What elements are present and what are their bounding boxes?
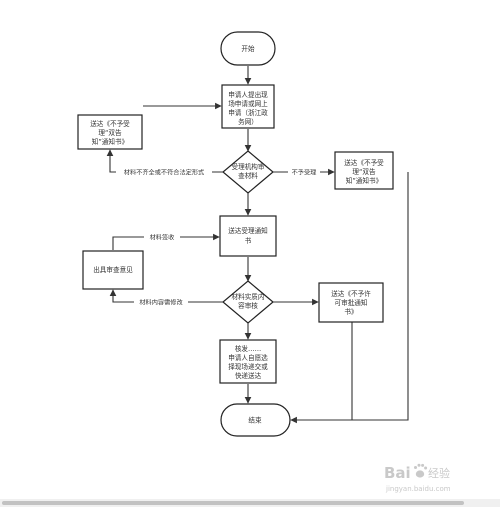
- node-substantive-line: 容审核: [238, 301, 258, 310]
- node-no-permit-line: 可审批通知: [335, 298, 368, 307]
- node-reject-notice-line: 理“双告: [352, 167, 376, 176]
- node-issue-line: 择现场递交或: [228, 362, 268, 371]
- node-dual-notice-line: 理“双告: [98, 128, 122, 137]
- node-review: 受理机构审 查材料: [222, 150, 274, 194]
- node-apply: 申请人提出现 场申请或网上 申请（浙江政 务网）: [221, 84, 275, 129]
- node-reject-notice-line: 知”通知书》: [346, 176, 382, 185]
- node-apply-line: 场申请或网上: [228, 99, 268, 108]
- baidu-watermark: Bai 经验 jingyan.baidu.com: [384, 463, 451, 493]
- edge-label-bg: [116, 167, 212, 177]
- node-issue: 核发…… 申请人自愿选 择现场递交或 快递送达: [219, 339, 277, 384]
- node-issue-line: 核发……: [235, 344, 261, 353]
- node-dual-notice-line: 知”通知书》: [92, 137, 128, 146]
- node-issue-line: 申请人自愿选: [228, 353, 268, 362]
- node-accept-notice-line: 送达受理通知: [228, 226, 268, 235]
- node-start-label: 开始: [241, 44, 255, 53]
- watermark-brand: Bai: [384, 464, 411, 482]
- node-opinion-label: 出具审查意见: [93, 265, 133, 274]
- node-no-permit: 送达《不予许 可审批通知 书》: [318, 282, 384, 323]
- node-review-line: 查材料: [238, 171, 258, 180]
- node-end: 结束: [220, 403, 291, 437]
- node-no-permit-line: 送达《不予许: [331, 289, 371, 298]
- node-no-permit-line: 书》: [344, 307, 357, 316]
- arrow-opinion-to-accept: [112, 233, 220, 250]
- horizontal-scrollbar[interactable]: [0, 499, 500, 507]
- scrollbar-thumb[interactable]: [2, 501, 464, 505]
- node-accept-notice: 送达受理通知 书: [219, 215, 277, 257]
- node-issue-line: 快递送达: [235, 371, 262, 380]
- node-dual-notice-line: 送达《不予受: [90, 119, 130, 128]
- edge-label-bg: [144, 232, 180, 242]
- node-apply-line: 务网）: [238, 117, 258, 126]
- watermark-brand-tail: 经验: [428, 466, 450, 480]
- node-opinion: 出具审查意见: [82, 250, 144, 290]
- node-substantive-line: 材料实质内: [232, 292, 265, 301]
- node-review-line: 受理机构审: [232, 162, 265, 171]
- node-reject-notice: 送达《不予受 理“双告 知”通知书》: [334, 151, 394, 190]
- node-substantive: 材料实质内 容审核: [222, 280, 274, 324]
- arrow-reject-notice-to-end: [290, 172, 409, 424]
- edge-label-not-accepted: 不予受理: [292, 169, 317, 177]
- edge-label-bg: [134, 297, 188, 307]
- paw-logo-icon: [414, 463, 428, 478]
- node-reject-notice-line: 送达《不予受: [344, 158, 384, 167]
- node-start: 开始: [220, 31, 276, 66]
- node-apply-line: 申请（浙江政: [228, 108, 268, 117]
- edge-label-bg: [288, 167, 320, 177]
- node-end-label: 结束: [248, 416, 262, 425]
- edge-label-received: 材料签收: [150, 234, 175, 242]
- node-apply-line: 申请人提出现: [228, 90, 268, 99]
- node-dual-notice: 送达《不予受 理“双告 知”通知书》: [77, 114, 143, 150]
- edge-label-incomplete: 材料不齐全或不符合法定形式: [124, 169, 204, 177]
- watermark-url: jingyan.baidu.com: [385, 485, 451, 493]
- edge-label-revise: 材料内容需修改: [139, 299, 182, 307]
- node-accept-notice-line: 书: [245, 236, 252, 245]
